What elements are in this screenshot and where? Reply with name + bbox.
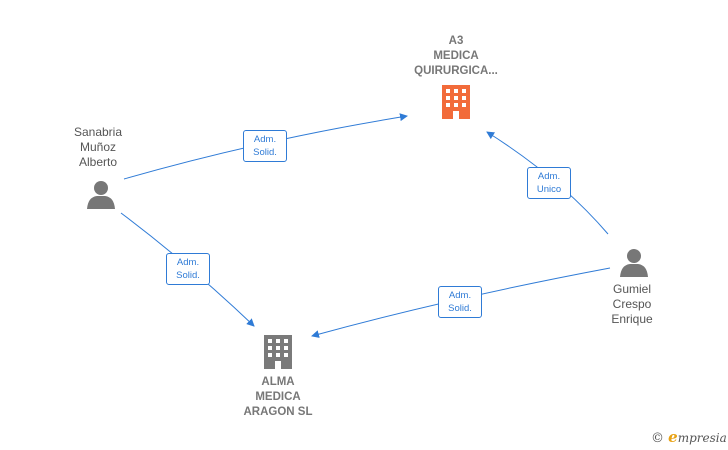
building-icon[interactable] [263, 335, 293, 369]
company-alma-line-1: ALMA [261, 376, 295, 388]
company-label-a3[interactable]: A3 MEDICA QUIRURGICA... [396, 34, 516, 79]
company-label-alma[interactable]: ALMA MEDICA ARAGON SL [218, 375, 338, 420]
person-label-sanabria[interactable]: Sanabria Muñoz Alberto [48, 125, 148, 170]
company-alma-line-3: ARAGON SL [243, 406, 313, 418]
edge-label-line-1: Adm. [176, 257, 200, 268]
person-sanabria-line-3: Alberto [78, 155, 118, 169]
brand-name: mpresia [677, 431, 727, 445]
edge-label-line-2: Solid. [176, 270, 200, 281]
company-a3-line-2: MEDICA [433, 50, 479, 62]
company-alma-line-2: MEDICA [255, 391, 301, 403]
edge-label-gumiel-a3[interactable]: Adm. Unico [527, 167, 571, 199]
edge-label-line-2: Unico [536, 184, 562, 195]
building-icon[interactable] [440, 85, 472, 119]
edge-label-line-1: Adm. [448, 290, 472, 301]
person-sanabria-line-2: Muñoz [79, 140, 117, 154]
company-a3-line-3: QUIRURGICA... [414, 65, 498, 77]
edge-label-line-2: Solid. [253, 147, 277, 158]
edge-label-line-1: Adm. [537, 171, 561, 182]
edge-label-sanabria-alma[interactable]: Adm. Solid. [166, 253, 210, 285]
edge-label-line-1: Adm. [253, 134, 277, 145]
edge-label-sanabria-a3[interactable]: Adm. Solid. [243, 130, 287, 162]
brand-logo: © empresia [651, 428, 727, 446]
person-label-gumiel[interactable]: Gumiel Crespo Enrique [590, 282, 674, 327]
person-gumiel-line-1: Gumiel [612, 282, 651, 296]
person-icon[interactable] [619, 247, 649, 277]
person-gumiel-line-2: Crespo [612, 297, 652, 311]
edge-label-line-2: Solid. [448, 303, 472, 314]
person-gumiel-line-3: Enrique [611, 312, 653, 326]
brand-e: e [668, 428, 678, 446]
person-icon[interactable] [86, 179, 116, 209]
person-sanabria-line-1: Sanabria [73, 125, 123, 139]
edge-label-gumiel-alma[interactable]: Adm. Solid. [438, 286, 482, 318]
copyright-icon: © [651, 431, 664, 446]
company-a3-line-1: A3 [448, 35, 464, 47]
